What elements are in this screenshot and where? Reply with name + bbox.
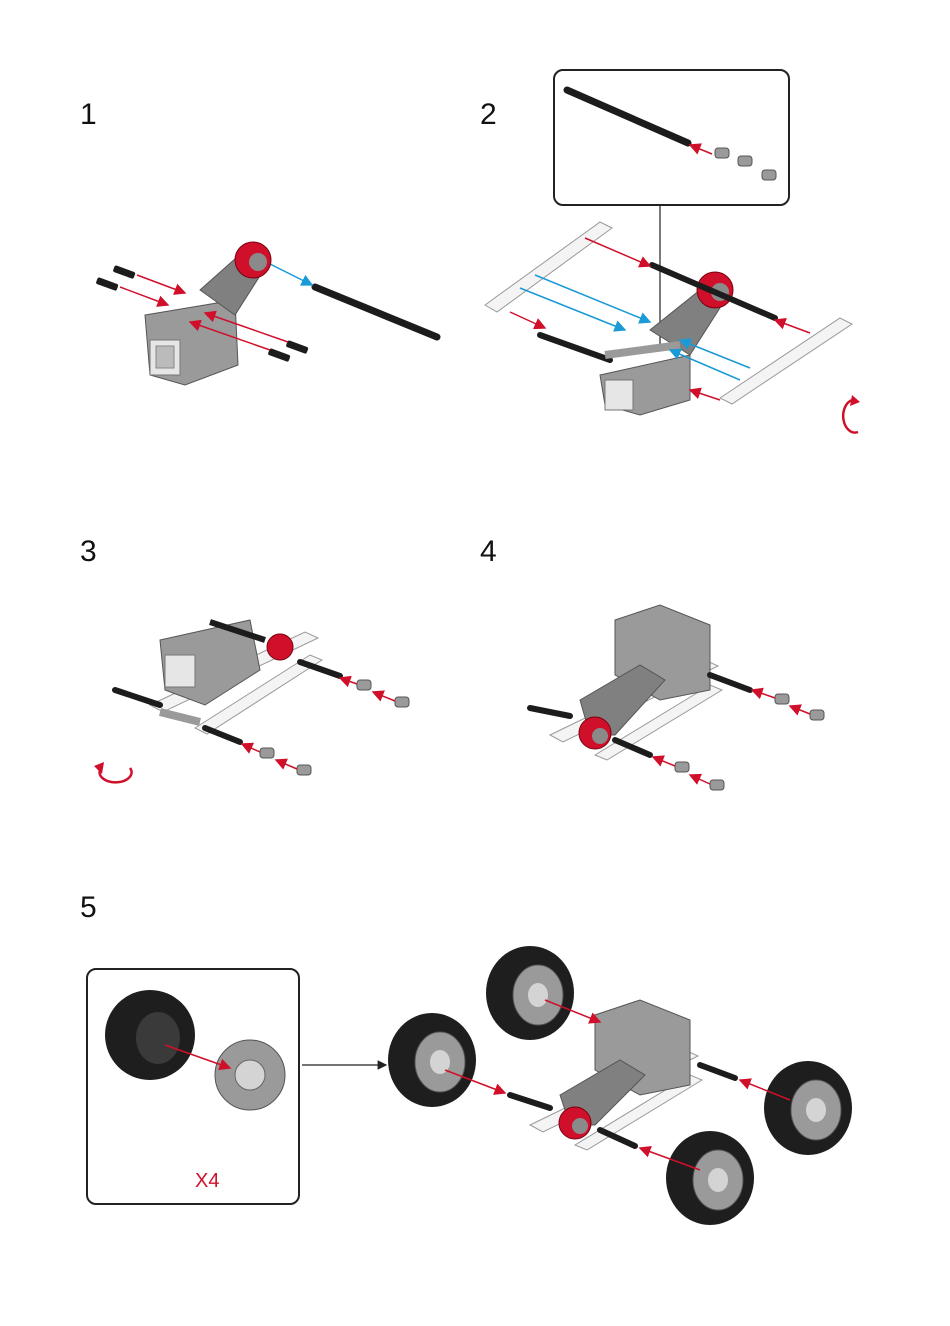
wheel-back-right	[764, 1061, 852, 1155]
beam-right	[719, 317, 853, 405]
rotate-ccw-icon	[94, 762, 133, 784]
step-number-2: 2	[480, 98, 497, 131]
step-number-3: 3	[80, 535, 97, 568]
rotate-cw-icon	[841, 395, 860, 434]
step5-multiplier: X4	[195, 1170, 220, 1192]
step-number-4: 4	[480, 535, 497, 568]
step-number-5: 5	[80, 891, 97, 924]
step4-assembly	[527, 604, 825, 791]
step5-assembly	[388, 946, 852, 1225]
step-number-1: 1	[80, 98, 97, 131]
step3-assembly	[112, 619, 410, 776]
wheel-front-left	[388, 1013, 476, 1107]
wheel-front-right	[666, 1131, 754, 1225]
callout-axle	[563, 86, 692, 147]
axle-part	[311, 283, 441, 341]
step5-callout-parts	[105, 990, 286, 1111]
step2-assembly	[484, 86, 853, 416]
wheel-back-left	[486, 946, 574, 1040]
step1-assembly	[96, 241, 441, 386]
beam-left	[484, 221, 613, 313]
